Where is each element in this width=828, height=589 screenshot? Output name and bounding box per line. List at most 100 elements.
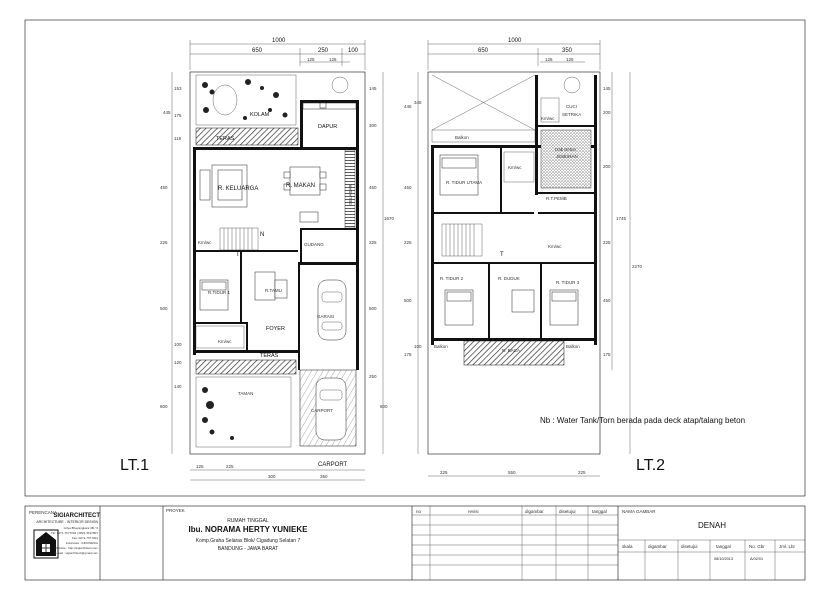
lt1-dim-right-0: 145 (369, 86, 377, 91)
lt1-dim-right-4: 500 (369, 306, 377, 311)
project-address-1: Komp.Graha Selaras Blok/ Cigadung Selata… (196, 538, 301, 544)
project-address-2: BANDUNG - JAWA BARAT (218, 546, 278, 552)
titleblock: PERENCANA SIGIARCHITECT ARCHITECTURE - I… (29, 506, 805, 580)
lt2-dim-right-2: 200 (603, 164, 611, 169)
lt2-dim-left-6: 100 (414, 344, 422, 349)
lt2-room-tidur2: R. TIDUR 2 (440, 276, 464, 281)
lt2-room-setrika: SETRIKA (562, 112, 581, 117)
rev-header-digambar: digambar (525, 509, 544, 514)
proyek-label: PROYEK (166, 508, 185, 513)
lt1-dim-total: 1670 (384, 216, 395, 221)
lt2-dim-left-5: 175 (404, 352, 412, 357)
lt1-label-t: T (236, 252, 240, 258)
lt1-dim-right-1: 300 (369, 123, 377, 128)
lt1-dim-left-8: 120 (174, 360, 182, 365)
lt2-dim-right-3: 225 (603, 240, 611, 245)
lt1-room-foyer: FOYER (266, 326, 285, 332)
lt2-dim-bottom-1: 550 (508, 470, 516, 475)
lt1-dim-bottom-0: 125 (196, 464, 204, 469)
lt1-room-selasar: SELASAR (348, 183, 353, 205)
tb-header-tanggal: tanggal (716, 544, 731, 549)
lt1-dim-left-3: 118 (174, 136, 182, 141)
lt1-dim-left-4: 450 (160, 185, 168, 190)
lt1-room-teras-top: TERAS (216, 136, 235, 142)
lt2-dim-top-125b: 125 (566, 57, 574, 62)
firm-address-3: Fax: 0271-7677004 (72, 536, 98, 540)
lt2-dim-top-total: 1000 (508, 38, 522, 44)
tb-header-digambar: digambar (648, 544, 667, 549)
rev-header-no: no (416, 509, 422, 514)
lt2-dim-right-4: 450 (603, 298, 611, 303)
lt2-dim-top-650: 650 (478, 48, 489, 54)
lt2-dim-left-1: 345 (414, 100, 422, 105)
lt1-dim-left-7: 100 (174, 342, 182, 347)
project-type: RUMAH TINGGAL (227, 518, 269, 524)
lt2-room-balkon-r: Balkon (566, 344, 580, 349)
lt2-room-kmwc: Km/wc (508, 165, 522, 170)
lt1-room-kmwc: Km/wc (218, 339, 232, 344)
lt1-dim-top-650: 650 (252, 48, 263, 54)
plan-lt1: 1000 650 250 100 125 125 (160, 38, 395, 481)
lt1-dim-top-total: 1000 (272, 38, 286, 44)
plan-lt2: 1000 650 350 125 125 Balkon CUCI SETRIK (404, 38, 643, 477)
project-owner: Ibu. NORAMA HERTY YUNIEKE (189, 525, 309, 534)
lt1-room-r-keluarga: R. KELUARGA (218, 186, 258, 192)
lt2-dim-bottom-0: 225 (440, 470, 448, 475)
lt2-dim-top-125a: 125 (545, 57, 553, 62)
lt2-dim-left-2: 450 (404, 185, 412, 190)
lt2-room-jemuran: JEMURAN (556, 154, 578, 159)
lt1-dim-left-1: 175 (174, 113, 182, 118)
nama-gambar-label: NAMA GAMBAR (622, 509, 656, 514)
lt2-dim-top-350: 350 (562, 48, 573, 54)
lt1-room-carport-out: CARPORT (318, 462, 348, 468)
lt2-dim-left-3: 225 (404, 240, 412, 245)
lt2-dim-right-1: 200 (603, 110, 611, 115)
lt2-room-balkon-top: Balkon (455, 135, 469, 140)
drawing-name: DENAH (698, 521, 726, 530)
lt1-room-tidur1: R.TIDUR 1 (208, 290, 230, 295)
lt2-room-balkon-l: Balkon (434, 344, 448, 349)
rev-header-disetujui: disetujui (559, 509, 576, 514)
lt2-dim-left-4: 500 (404, 298, 412, 303)
lt2-room-cuci: CUCI (566, 104, 577, 109)
lt1-dim-bottom-1: 225 (226, 464, 234, 469)
rev-header-revisi: revisi (468, 509, 479, 514)
lt2-room-kmwc-top: Km/wc (541, 116, 555, 121)
tb-header-disetujui: disetujui (681, 544, 698, 549)
lt2-dim-right-0: 145 (603, 86, 611, 91)
tb-value-no-gbr: A/02/01 (750, 557, 763, 561)
lt1-label-n: N (260, 232, 264, 238)
lt1-dim-left-2: 445 (163, 110, 171, 115)
lt1-room-dapur: DAPUR (318, 124, 337, 130)
lt2-label-t: T (500, 252, 504, 258)
perencana-label: PERENCANA (29, 510, 57, 515)
firm-email: E-mail : sigiarchitect@gmail.com (54, 551, 98, 555)
tb-value-tanggal: 08/10/2013 (714, 557, 733, 561)
lt2-room-rt-pemb: R.T.PEMB (546, 196, 567, 201)
lt2-room-dak-beton: Dak Beton (555, 147, 577, 152)
lt1-dim-top-125a: 125 (307, 57, 315, 62)
lt1-room-taman: TAMAN (238, 391, 253, 396)
lt1-dim-right-6: 600 (380, 404, 388, 409)
firm-website: Website : http://sigiarchitect.com (55, 546, 99, 550)
lt2-room-kmwc2: Km/wc (548, 244, 562, 249)
lt1-dim-bottom-2: 300 (268, 474, 276, 479)
rev-header-tanggal: tanggal (592, 509, 607, 514)
lt1-label: LT.1 (120, 457, 149, 474)
tb-header-no-gbr: No. Gbr (749, 544, 765, 549)
firm-address-1: Griya Bhayangkara 4B / 6 (64, 526, 99, 530)
lt1-dim-left-0: 153 (174, 86, 182, 91)
titleblock-border (24, 505, 806, 581)
firm-subtitle: ARCHITECTURE - INTERIOR DESIGN (36, 520, 98, 524)
tb-header-jml-lbr: Jml. Lbr (779, 544, 796, 549)
lt1-dim-top-100: 100 (348, 48, 359, 54)
firm-name: SIGIARCHITECT (53, 513, 100, 519)
lt1-room-garasi: GARASI (317, 314, 334, 319)
lt1-room-kolam: KOLAM (250, 112, 270, 118)
lt2-room-tidur-utama: R. TIDUR UTAMA (446, 180, 482, 185)
lt1-dim-right-3: 225 (369, 240, 377, 245)
lt1-room-r-tamu: R.TAMU (265, 288, 282, 293)
water-tank-note: Nb : Water Tank/Torn berada pada deck at… (540, 416, 745, 425)
lt2-room-r-baca: R. BACA (502, 348, 520, 353)
